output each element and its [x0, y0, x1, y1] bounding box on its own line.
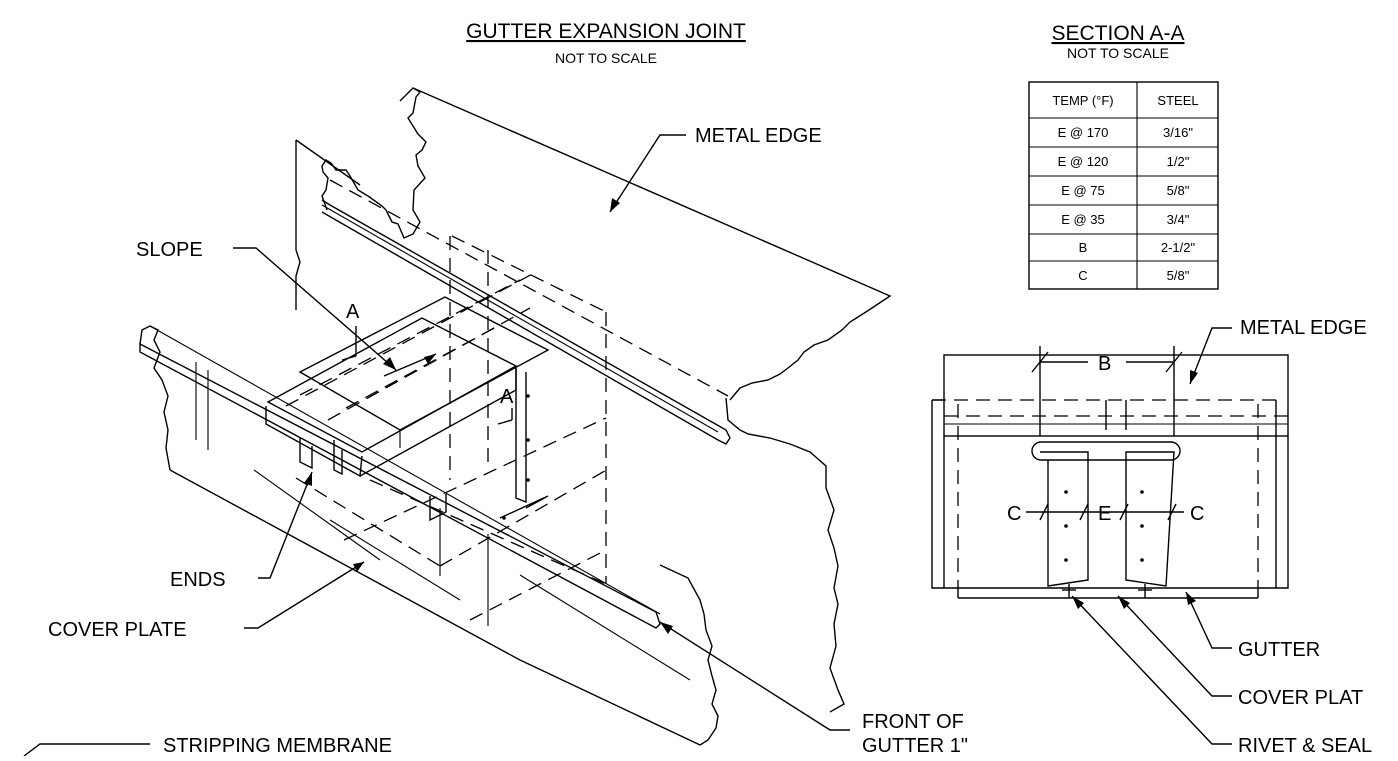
- table-header-steel: STEEL: [1157, 93, 1198, 108]
- label-front-of-gutter: FRONT OF: [862, 711, 964, 733]
- table-header-temp: TEMP (°F): [1052, 93, 1113, 108]
- table-cell: 1/2": [1167, 154, 1190, 169]
- table-cell: E @ 75: [1061, 183, 1105, 198]
- label-front-of-gutter-2: GUTTER 1": [862, 735, 968, 756]
- table-cell: 5/8": [1167, 183, 1190, 198]
- table-cell: C: [1078, 268, 1087, 283]
- gutter-body: [139, 325, 719, 746]
- label-gutter: GUTTER: [1238, 639, 1320, 661]
- table-cell: 5/8": [1167, 268, 1190, 283]
- label-cover-plate: COVER PLATE: [48, 619, 187, 641]
- section-subtitle: NOT TO SCALE: [1067, 45, 1169, 61]
- table-cell: E @ 170: [1058, 125, 1109, 140]
- table-cell: E @ 35: [1061, 212, 1105, 227]
- slope-arrow: [383, 353, 437, 377]
- label-cover-plate-section: COVER PLAT: [1238, 687, 1363, 709]
- dim-e-label: E: [1098, 503, 1111, 525]
- table-cell: 2-1/2": [1161, 240, 1196, 255]
- dim-b-label: B: [1098, 353, 1111, 375]
- label-metal-edge: METAL EDGE: [695, 125, 822, 147]
- table-cell: 3/4": [1167, 212, 1190, 227]
- table-cell: 3/16": [1163, 125, 1193, 140]
- label-stripping-membrane: STRIPPING MEMBRANE: [163, 735, 392, 756]
- steel-dimension-table: TEMP (°F) STEEL E @ 170 3/16" E @ 120 1/…: [1028, 81, 1219, 290]
- table-cell: E @ 120: [1058, 154, 1109, 169]
- label-slope: SLOPE: [136, 239, 203, 261]
- main-title: GUTTER EXPANSION JOINT: [466, 20, 746, 43]
- section-leaders: [1071, 327, 1232, 745]
- expansion-joint-assembly: [265, 296, 550, 522]
- isometric-view: A A: [139, 87, 892, 746]
- front-wall: [295, 139, 845, 713]
- iso-leaders: [23, 134, 850, 757]
- dim-c-right-label: C: [1190, 503, 1204, 525]
- section-cut-label: A: [500, 386, 514, 408]
- metal-edge-panel: [321, 87, 892, 445]
- section-view: [931, 346, 1289, 599]
- main-subtitle: NOT TO SCALE: [555, 50, 657, 66]
- section-cut-label: A: [346, 301, 360, 323]
- section-title: SECTION A-A: [1051, 22, 1184, 45]
- label-metal-edge-section: METAL EDGE: [1240, 317, 1367, 339]
- table-cell: B: [1079, 240, 1088, 255]
- hidden-lines: [285, 179, 729, 621]
- dim-c-left-label: C: [1007, 503, 1021, 525]
- label-rivet-seal: RIVET & SEAL: [1238, 735, 1372, 756]
- label-ends: ENDS: [170, 569, 226, 591]
